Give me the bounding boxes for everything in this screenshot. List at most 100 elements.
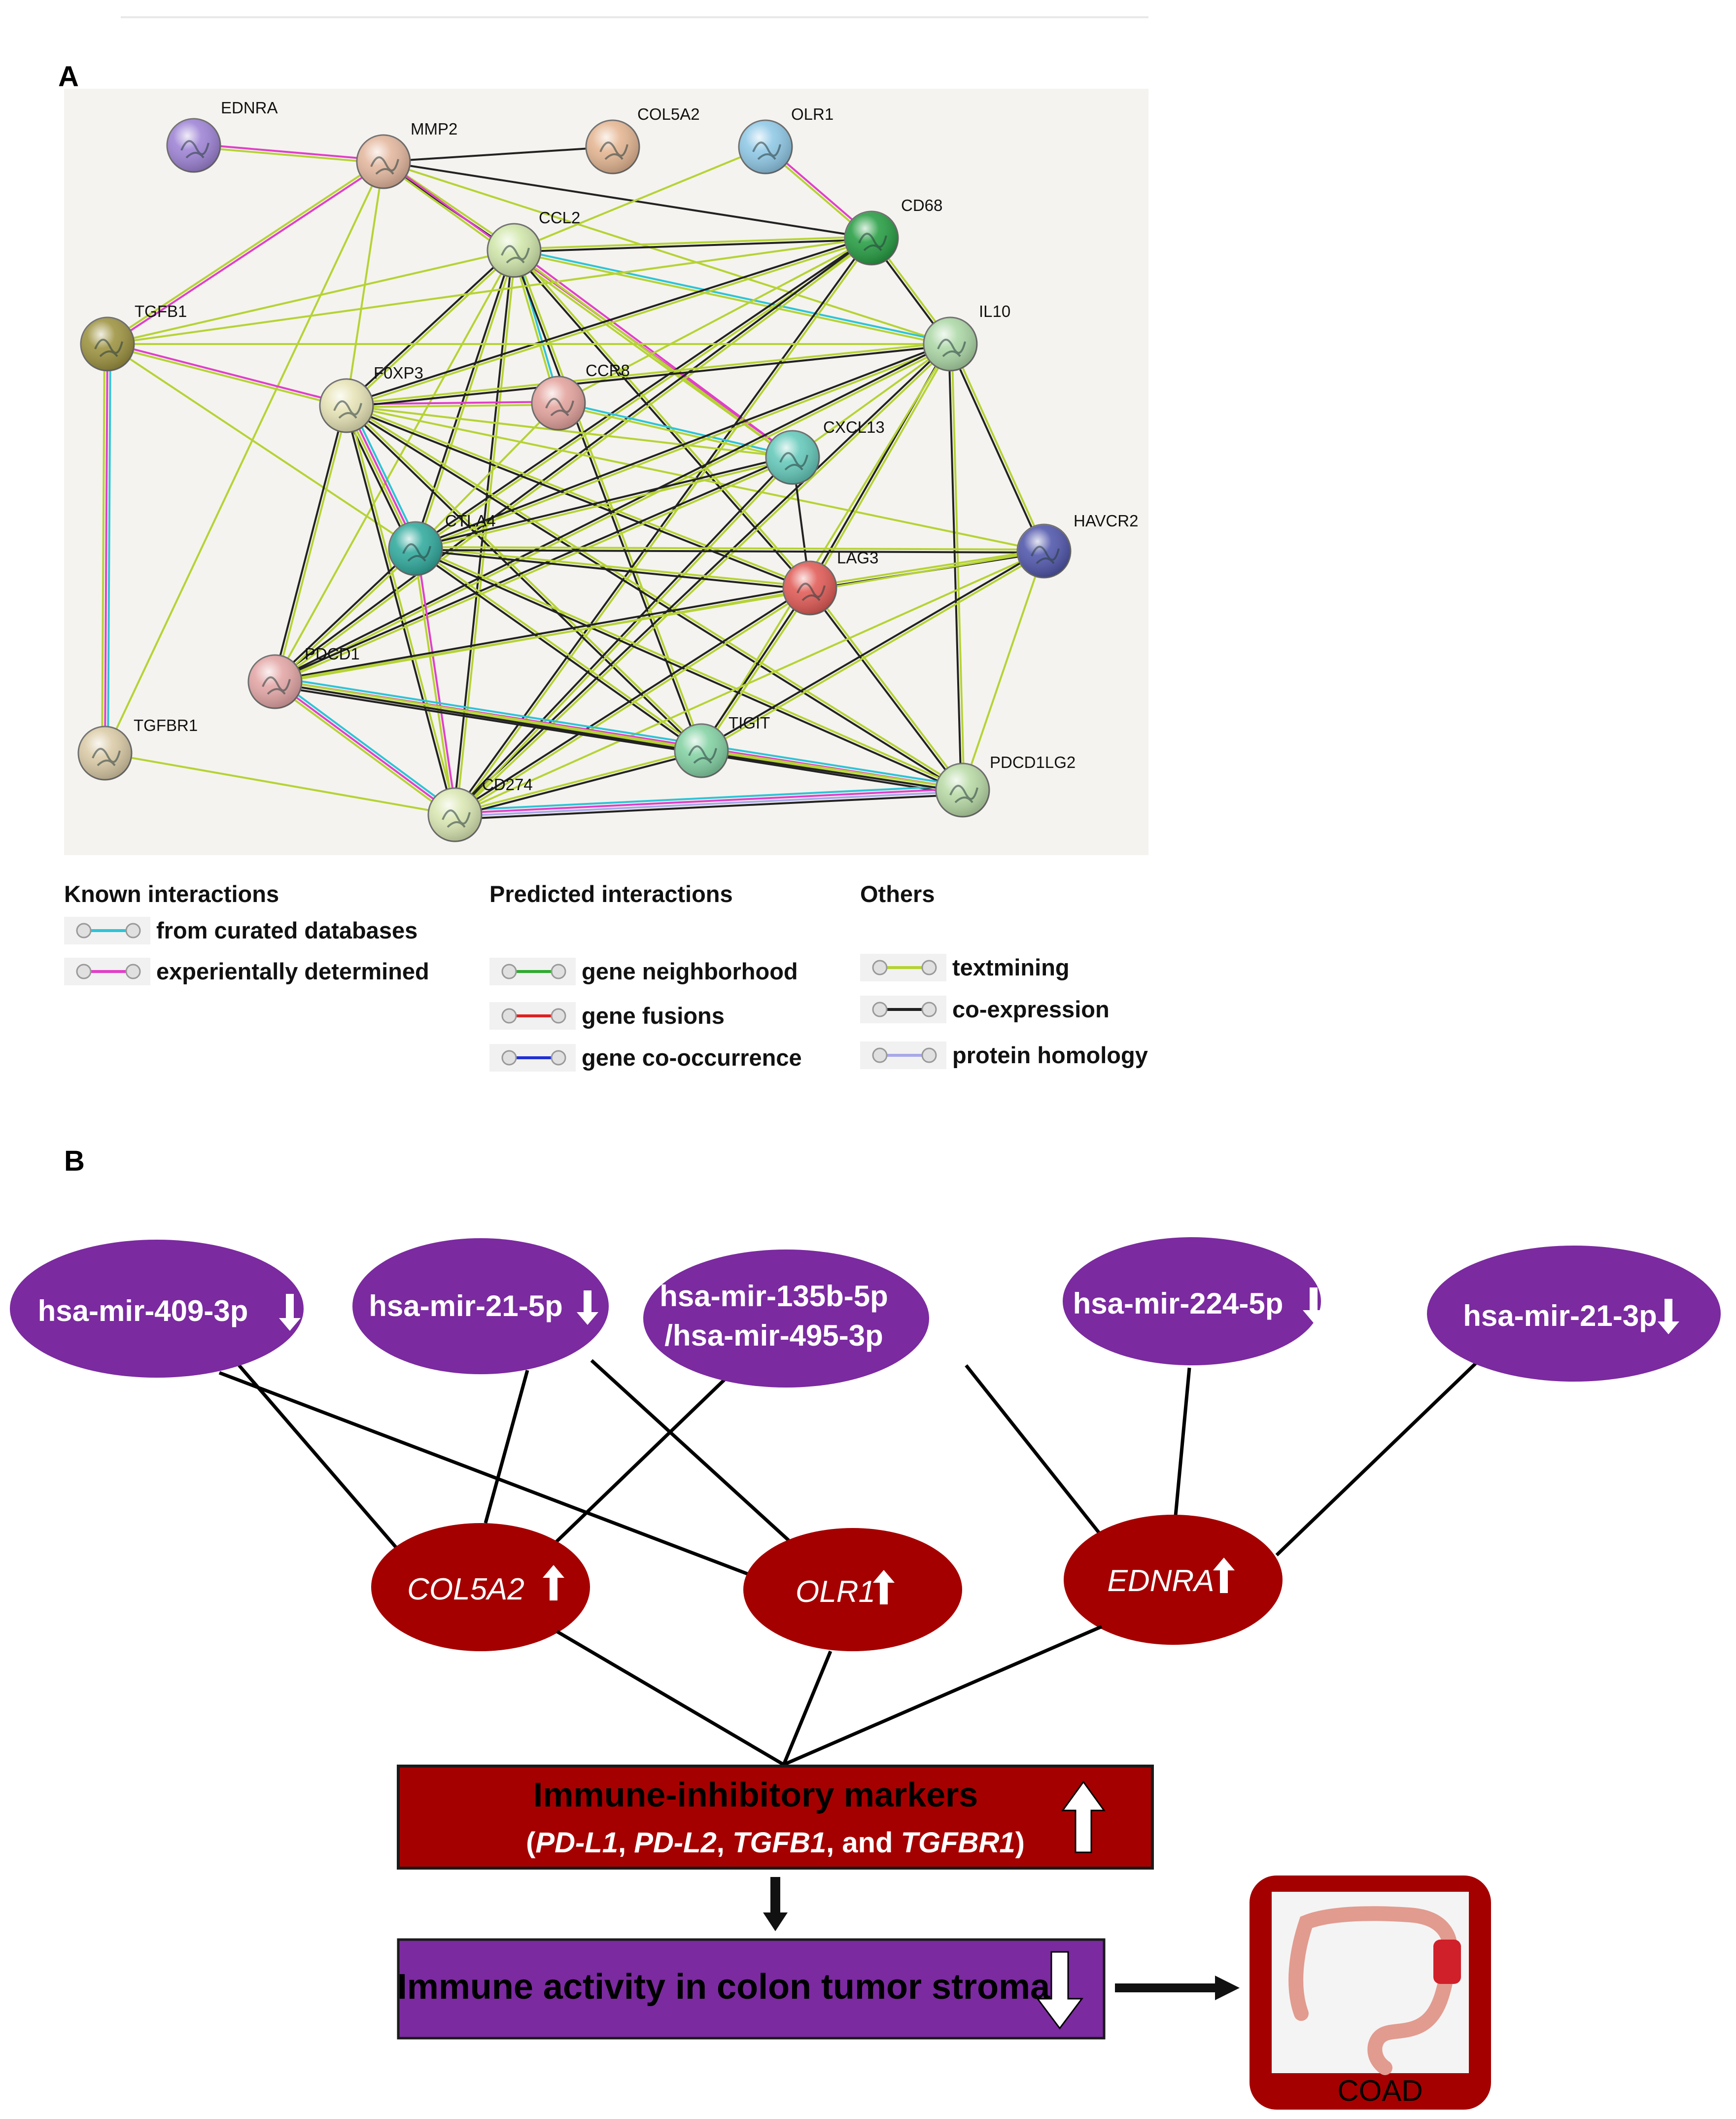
protein-node-ednra[interactable]: EDNRA — [166, 99, 278, 173]
protein-node-lag3[interactable]: LAG3 — [782, 549, 878, 616]
edge-strand-coexpression — [453, 455, 793, 815]
edge-strand-experimental — [274, 681, 456, 816]
protein-node-tigit[interactable]: TIGIT — [674, 714, 770, 778]
edge-strand-coexpression — [344, 406, 455, 816]
protein-node-col5a2[interactable]: COL5A2 — [585, 105, 700, 174]
edge-strand-textmining — [416, 457, 794, 551]
edge-strand-curated — [514, 248, 951, 344]
edge-HAVCR2-PDCD1 — [275, 550, 1044, 683]
edge-strand-coexpression — [700, 549, 1044, 751]
legend-node-icon — [872, 1047, 888, 1063]
edge-strand-coexpression — [415, 342, 950, 549]
protein-node-cd274[interactable]: CD274 — [427, 775, 533, 842]
protein-node-tgfbr1[interactable]: TGFBR1 — [77, 716, 198, 781]
edge-strand-textmining — [454, 550, 1044, 816]
protein-node-ctla4[interactable]: CTLA4 — [388, 512, 496, 576]
protein-node-pdcd1[interactable]: PDCD1 — [247, 645, 360, 709]
gene-label: EDNRA — [1107, 1564, 1214, 1598]
protein-node-pdcd1lg2[interactable]: PDCD1LG2 — [935, 753, 1076, 818]
edge-strand-textmining — [346, 342, 950, 406]
edge-MMP2-CD68 — [383, 161, 872, 239]
gene-ellipse — [743, 1528, 962, 1651]
edge-strand-textmining — [701, 588, 812, 752]
edge-strand-textmining — [104, 161, 384, 754]
edge-strand-coexpression — [455, 793, 963, 820]
edge-strand-textmining — [413, 549, 455, 815]
edge-PDCD1-TIGIT — [275, 679, 702, 753]
protein-label: TGFBR1 — [134, 716, 198, 734]
edge-strand-textmining — [275, 549, 417, 684]
protein-node-havcr2[interactable]: HAVCR2 — [1016, 512, 1138, 579]
edge-IL10-TIGIT — [700, 343, 951, 752]
protein-structure-icon — [797, 583, 826, 601]
edge-strand-textmining — [275, 238, 873, 684]
edge-strand-coexpression — [274, 685, 962, 796]
edge-strand-textmining — [558, 237, 872, 404]
edge-strand-experimental — [194, 143, 384, 162]
panel-a-label: A — [58, 61, 79, 93]
protein-node-mmp2[interactable]: MMP2 — [356, 120, 457, 189]
protein-node-ccl2[interactable]: CCL2 — [486, 208, 580, 278]
edge-CCL2-LAG3 — [512, 248, 812, 590]
link-m21_5p-COL5A2 — [484, 1370, 529, 1524]
edge-strand-textmining — [347, 405, 457, 815]
protein-node-olr1[interactable]: OLR1 — [738, 105, 833, 174]
protein-node-cxcl13[interactable]: CXCL13 — [765, 418, 885, 485]
edge-CD68-PDCD1 — [274, 236, 873, 684]
edge-FOXP3-HAVCR2 — [346, 405, 1044, 552]
edge-strand-textmining — [346, 405, 1044, 552]
markers-detail-part: , — [717, 1827, 732, 1859]
down-arrow-icon — [279, 1294, 301, 1331]
mirna-label: hsa-mir-409-3p — [38, 1294, 248, 1327]
panel-b-label: B — [64, 1145, 85, 1177]
edge-CCL2-PDCD1 — [274, 250, 515, 682]
edge-strand-coexpression — [273, 547, 416, 682]
edge-strand-textmining — [347, 403, 964, 790]
down-arrow-connector — [763, 1877, 788, 1931]
link-m224-EDNRA — [1174, 1367, 1191, 1516]
immune-activity-box: Immune activity in colon tumor stroma — [397, 1938, 1106, 2040]
edge-strand-coexpression — [345, 406, 963, 793]
protein-label: IL10 — [979, 302, 1010, 320]
protein-node-tgfb1[interactable]: TGFB1 — [80, 302, 187, 372]
mirna-node: hsa-mir-224-5p — [1063, 1237, 1324, 1365]
markers-detail-part: , and — [826, 1827, 901, 1859]
mirna-node: hsa-mir-409-3p — [10, 1240, 304, 1378]
markers-title: Immune-inhibitory markers — [533, 1775, 978, 1814]
edge-strand-experimental — [107, 162, 385, 347]
edge-FOXP3-CXCL13 — [346, 405, 793, 458]
edge-FOXP3-CD274 — [344, 405, 457, 816]
edge-strand-curated — [558, 401, 794, 457]
protein-label: PDCD1 — [305, 645, 360, 663]
edge-strand-homology — [455, 790, 963, 817]
edge-strand-coexpression — [345, 248, 514, 406]
edge-CXCL13-PDCD1 — [274, 455, 794, 684]
edge-strand-textmining — [416, 546, 964, 790]
protein-label: CCL2 — [539, 208, 580, 227]
edge-strand-textmining — [275, 457, 794, 684]
edge-strand-textmining — [962, 551, 1045, 791]
edge-strand-textmining — [514, 248, 812, 588]
edge-CCL2-CD68 — [514, 236, 872, 253]
edge-CD68-FOXP3 — [346, 236, 872, 408]
edge-strand-coexpression — [948, 344, 1044, 553]
legend-node-icon — [76, 964, 92, 979]
edge-HAVCR2-PDCD1LG2 — [962, 551, 1045, 791]
protein-node-ccr8[interactable]: CCR8 — [531, 361, 630, 431]
edge-strand-coexpression — [346, 406, 810, 591]
edge-strand-textmining — [275, 550, 1044, 683]
edge-strand-curated — [276, 678, 457, 813]
protein-node-foxp3[interactable]: F0XP3 — [319, 364, 423, 433]
protein-node-cd68[interactable]: CD68 — [844, 196, 942, 266]
edge-CXCL13-CTLA4 — [415, 455, 794, 551]
edge-strand-textmining — [557, 403, 793, 460]
markers-detail-part: PD-L1 — [535, 1827, 618, 1859]
protein-node-il10[interactable]: IL10 — [923, 302, 1010, 372]
edge-strand-coexpression — [347, 344, 951, 408]
down-arrow-icon — [1658, 1299, 1679, 1334]
mirna-node: hsa-mir-21-5p — [352, 1238, 609, 1374]
edge-strand-textmining — [701, 748, 963, 790]
edge-strand-coexpression — [415, 549, 810, 591]
